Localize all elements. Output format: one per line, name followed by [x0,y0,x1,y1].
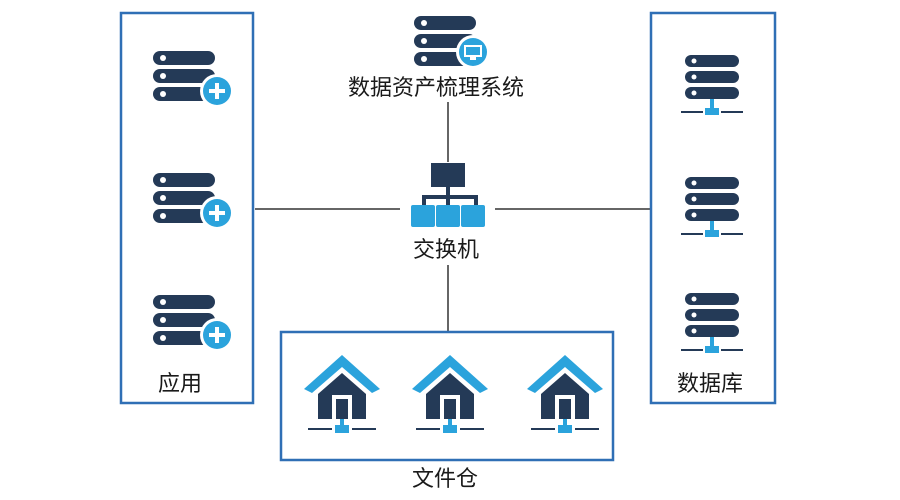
house-network-icon [412,355,488,433]
server-monitor-icon [414,16,490,69]
switch-label: 交换机 [413,238,480,263]
house-network-icon [304,355,380,433]
databases-group-frame [649,11,777,405]
server-add-icon [153,51,234,108]
database-server-icon [681,177,743,237]
file-repo-group-label: 文件仓 [412,467,479,492]
network-switch-icon [411,163,485,227]
apps-group-label: 应用 [158,372,203,397]
house-network-icon [527,355,603,433]
file-repo-group-frame [279,330,615,462]
apps-group-frame [119,11,255,405]
database-server-icon [681,293,743,353]
databases-group-label: 数据库 [677,372,744,397]
connector-lines [255,102,650,332]
database-server-icon [681,55,743,115]
system-label: 数据资产梳理系统 [348,76,525,101]
server-add-icon [153,173,234,230]
server-add-icon [153,295,234,352]
